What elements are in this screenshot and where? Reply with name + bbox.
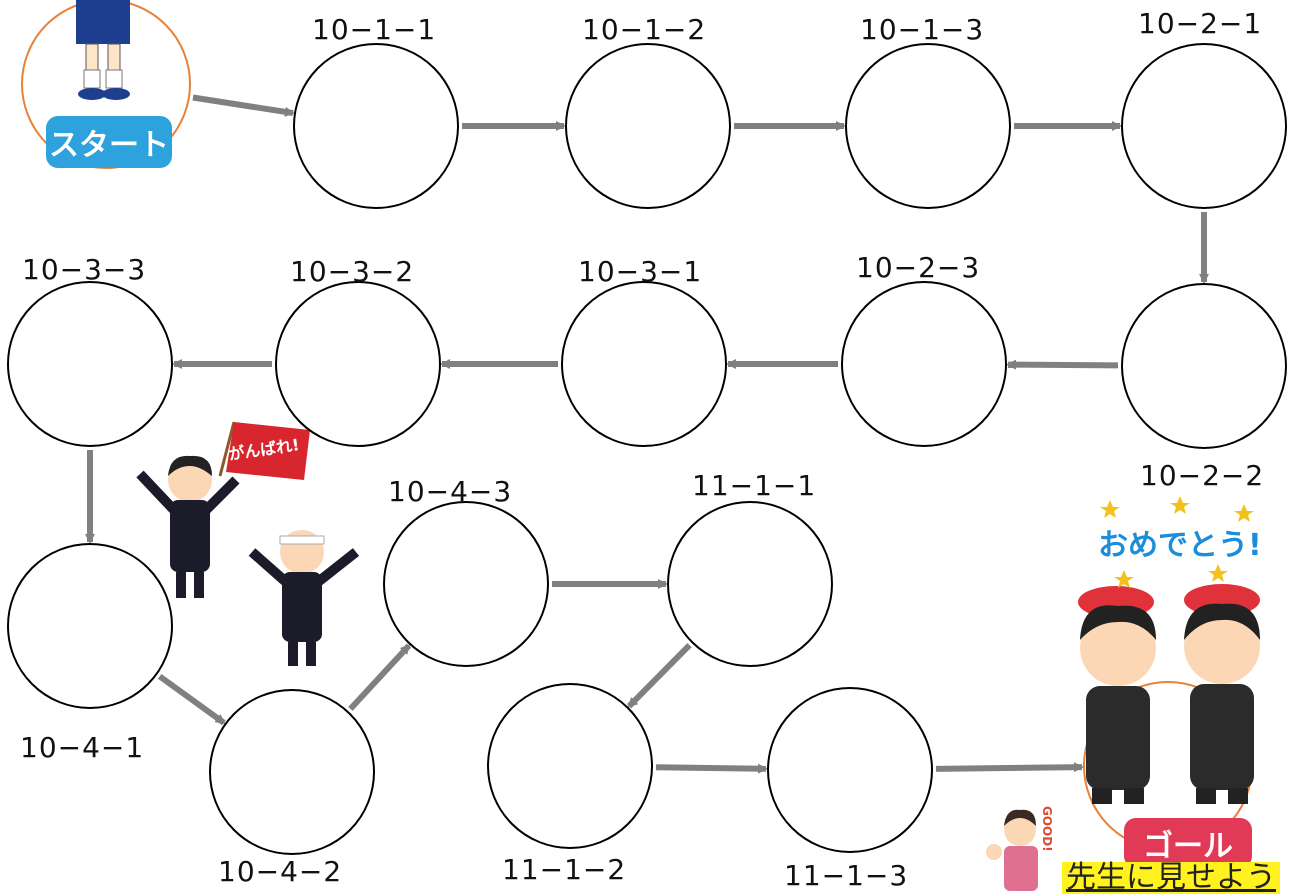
node-circle-10−4−1 [8,544,172,708]
node-circle-10−2−1 [1122,44,1286,208]
teacher-thumbs-up-icon [986,810,1038,891]
node-label: 10−3−3 [22,256,146,284]
node-label: 11−1−1 [692,472,816,500]
show-teacher-text: 先生に見せよう [1062,862,1280,894]
good-text: GOOD! [1041,806,1053,852]
node-label: 10−1−1 [312,16,436,44]
node-label: 11−1−2 [502,856,626,884]
arrow-start-to-n1 [193,98,293,114]
node-label: 10−2−1 [1138,10,1262,38]
node-label: 10−4−2 [218,858,342,886]
node-circle-10−2−3 [842,282,1006,446]
node-circle-11−1−2 [488,684,652,848]
node-circle-10−1−3 [846,44,1010,208]
node-circle-10−3−3 [8,282,172,446]
node-circle-11−1−3 [768,688,932,852]
node-circle-10−1−2 [566,44,730,208]
node-circle-10−3−1 [562,282,726,446]
node-label: 11−1−3 [784,862,908,890]
node-circle-10−4−3 [384,502,548,666]
node-label: 10−2−3 [856,254,980,282]
node-circle-11−1−1 [668,502,832,666]
arrow-n11-to-n12 [350,646,409,709]
node-label: 10−3−2 [290,258,414,286]
arrow-n10-to-n11 [160,676,224,722]
start-badge: スタート [46,116,172,168]
arrow-n13-to-n14 [629,645,689,706]
arrow-n15-to-goal [936,767,1082,769]
node-label: 10−1−3 [860,16,984,44]
node-label: 10−4−3 [388,478,512,506]
node-circle-10−2−2 [1122,284,1286,448]
node-label: 10−3−1 [578,258,702,286]
arrow-n14-to-n15 [656,767,766,769]
node-circle-10−3−2 [276,282,440,446]
node-label: 10−1−2 [582,16,706,44]
node-circle-10−4−2 [210,690,374,854]
congrats-text: おめでとう! [1098,520,1262,564]
node-label: 10−4−1 [20,734,144,762]
node-label: 10−2−2 [1140,462,1264,490]
node-circle-10−1−1 [294,44,458,208]
arrow-n5-to-n6 [1008,365,1118,366]
